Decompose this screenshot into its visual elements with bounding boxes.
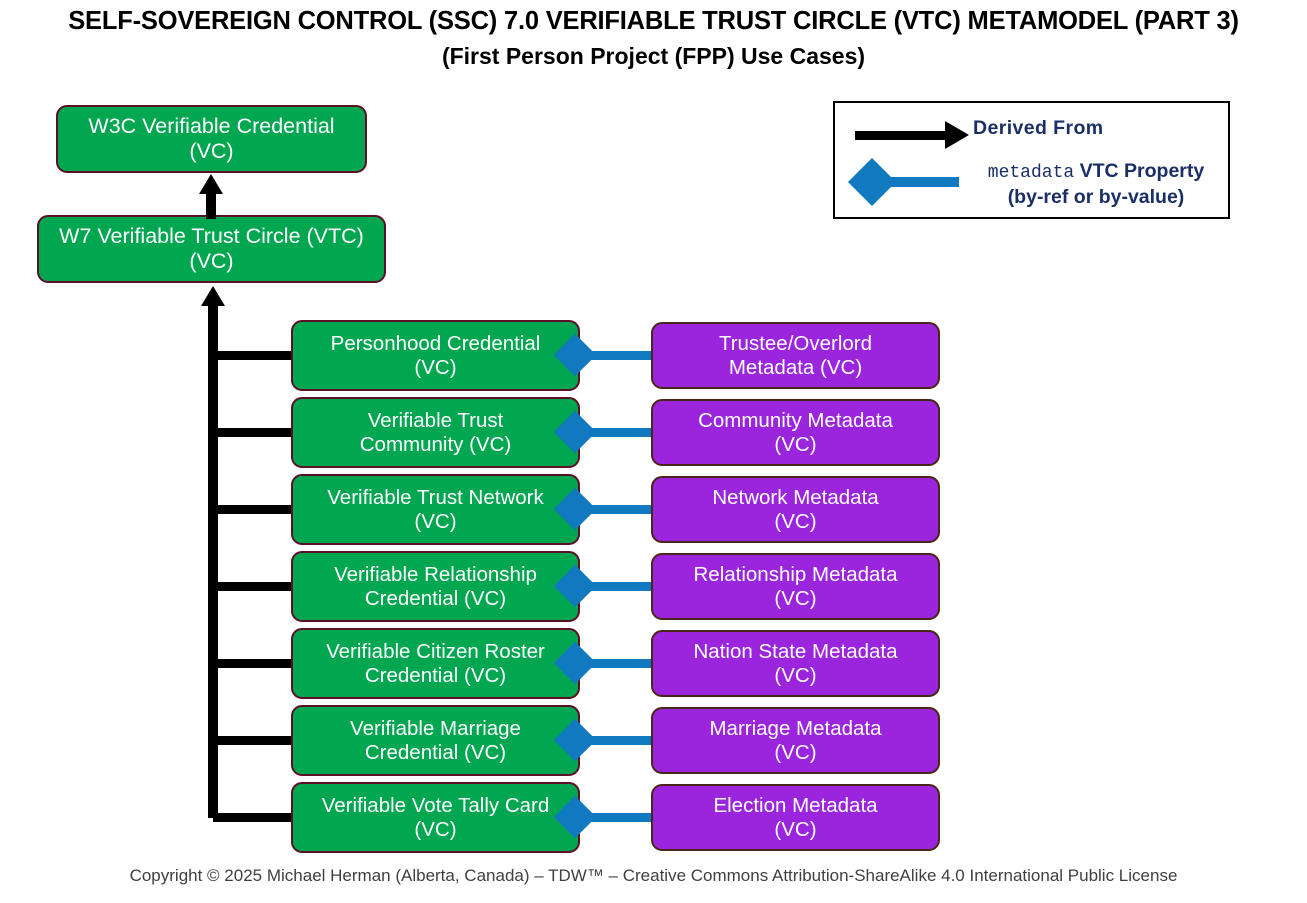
node-w3c-line-1: W3C Verifiable Credential xyxy=(88,114,335,139)
node-credential-personhood-label: Personhood Credential (VC) xyxy=(301,332,570,380)
credential-3-line-1: Verifiable Trust Network xyxy=(327,485,544,509)
node-metadata-nation-state[interactable]: Nation State Metadata (VC) xyxy=(651,630,940,697)
derive-trunk-arrowhead xyxy=(201,286,225,306)
derive-branch-row-7 xyxy=(213,813,295,822)
property-link-row-2 xyxy=(575,428,655,437)
node-w7-verifiable-trust-circle[interactable]: W7 Verifiable Trust Circle (VTC) (VC) xyxy=(37,215,386,283)
node-metadata-election-label: Election Metadata (VC) xyxy=(661,794,930,842)
credential-5-line-2: Credential (VC) xyxy=(364,663,507,687)
node-metadata-relationship-label: Relationship Metadata (VC) xyxy=(661,563,930,611)
legend-vtc-property-label: metadata VTC Property (by-ref or by-valu… xyxy=(965,159,1227,209)
credential-2-line-1: Verifiable Trust xyxy=(367,408,504,432)
credential-7-line-2: (VC) xyxy=(414,817,457,841)
vtc-property-line-icon xyxy=(883,177,959,187)
node-credential-verifiable-trust-community-label: Verifiable Trust Community (VC) xyxy=(301,409,570,457)
legend-vtc-property-subtext: (by-ref or by-value) xyxy=(1007,186,1185,208)
metadata-7-line-1: Election Metadata xyxy=(713,793,878,817)
node-w7-label: W7 Verifiable Trust Circle (VTC) (VC) xyxy=(47,224,376,274)
node-credential-verifiable-trust-community[interactable]: Verifiable Trust Community (VC) xyxy=(291,397,580,468)
credential-4-line-1: Verifiable Relationship xyxy=(334,562,537,586)
node-credential-verifiable-vote-tally-card[interactable]: Verifiable Vote Tally Card (VC) xyxy=(291,782,580,853)
node-metadata-network-label: Network Metadata (VC) xyxy=(661,486,930,534)
metadata-1-line-1: Trustee/Overlord xyxy=(718,331,873,355)
metadata-4-line-1: Relationship Metadata xyxy=(693,562,898,586)
property-link-row-6 xyxy=(575,736,655,745)
credential-1-line-2: (VC) xyxy=(414,355,457,379)
node-credential-verifiable-citizen-roster-label: Verifiable Citizen Roster Credential (VC… xyxy=(301,640,570,688)
node-metadata-marriage-label: Marriage Metadata (VC) xyxy=(661,717,930,765)
credential-6-line-1: Verifiable Marriage xyxy=(350,716,521,740)
node-w3c-line-2: (VC) xyxy=(189,139,234,163)
credential-7-line-1: Verifiable Vote Tally Card xyxy=(321,793,550,817)
node-credential-verifiable-vote-tally-card-label: Verifiable Vote Tally Card (VC) xyxy=(301,794,570,842)
node-w3c-label: W3C Verifiable Credential (VC) xyxy=(66,114,357,164)
node-credential-verifiable-marriage[interactable]: Verifiable Marriage Credential (VC) xyxy=(291,705,580,776)
node-metadata-trustee-overlord-label: Trustee/Overlord Metadata (VC) xyxy=(661,332,930,380)
metadata-6-line-2: (VC) xyxy=(774,740,817,764)
property-link-row-7 xyxy=(575,813,655,822)
node-metadata-relationship[interactable]: Relationship Metadata (VC) xyxy=(651,553,940,620)
node-credential-verifiable-marriage-label: Verifiable Marriage Credential (VC) xyxy=(301,717,570,765)
derive-branch-row-2 xyxy=(213,428,295,437)
legend-metadata-keyword: metadata xyxy=(987,163,1075,183)
node-metadata-trustee-overlord[interactable]: Trustee/Overlord Metadata (VC) xyxy=(651,322,940,389)
node-metadata-network[interactable]: Network Metadata (VC) xyxy=(651,476,940,543)
credential-6-line-2: Credential (VC) xyxy=(364,740,507,764)
legend-derived-from-label: Derived From xyxy=(973,117,1104,139)
node-credential-verifiable-trust-network[interactable]: Verifiable Trust Network (VC) xyxy=(291,474,580,545)
credential-4-line-2: Credential (VC) xyxy=(364,586,507,610)
derive-edge-w7-to-w3c-arrowhead xyxy=(199,174,223,194)
metadata-1-line-2: Metadata (VC) xyxy=(728,355,863,379)
node-metadata-marriage[interactable]: Marriage Metadata (VC) xyxy=(651,707,940,774)
node-metadata-community[interactable]: Community Metadata (VC) xyxy=(651,399,940,466)
metadata-7-line-2: (VC) xyxy=(774,817,817,841)
metadata-6-line-1: Marriage Metadata xyxy=(709,716,882,740)
credential-3-line-2: (VC) xyxy=(414,509,457,533)
node-metadata-nation-state-label: Nation State Metadata (VC) xyxy=(661,640,930,688)
node-metadata-election[interactable]: Election Metadata (VC) xyxy=(651,784,940,851)
property-link-row-3 xyxy=(575,505,655,514)
node-w3c-verifiable-credential[interactable]: W3C Verifiable Credential (VC) xyxy=(56,105,367,173)
derive-branch-row-6 xyxy=(213,736,295,745)
property-link-row-1 xyxy=(575,351,655,360)
derive-edge-w7-to-w3c-shaft xyxy=(206,193,216,219)
metadata-2-line-1: Community Metadata xyxy=(698,408,893,432)
derive-branch-row-5 xyxy=(213,659,295,668)
page-title: SELF-SOVEREIGN CONTROL (SSC) 7.0 VERIFIA… xyxy=(0,6,1307,71)
credential-2-line-2: Community (VC) xyxy=(359,432,512,456)
derived-from-arrowhead-icon xyxy=(945,121,969,149)
vtc-property-diamond-icon xyxy=(847,157,897,207)
node-metadata-community-label: Community Metadata (VC) xyxy=(661,409,930,457)
metadata-5-line-1: Nation State Metadata xyxy=(693,639,898,663)
derive-branch-row-3 xyxy=(213,505,295,514)
node-w7-line-1: W7 Verifiable Trust Circle (VTC) xyxy=(59,224,364,249)
property-link-row-4 xyxy=(575,582,655,591)
derive-branch-row-4 xyxy=(213,582,295,591)
node-credential-verifiable-relationship[interactable]: Verifiable Relationship Credential (VC) xyxy=(291,551,580,622)
node-w7-line-2: (VC) xyxy=(189,249,234,273)
title-line-2: (First Person Project (FPP) Use Cases) xyxy=(441,43,866,69)
derived-from-arrow-icon xyxy=(855,131,947,140)
node-credential-verifiable-citizen-roster[interactable]: Verifiable Citizen Roster Credential (VC… xyxy=(291,628,580,699)
copyright-footer: Copyright © 2025 Michael Herman (Alberta… xyxy=(129,866,1178,885)
metadata-4-line-2: (VC) xyxy=(774,586,817,610)
metadata-5-line-2: (VC) xyxy=(774,663,817,687)
credential-5-line-1: Verifiable Citizen Roster xyxy=(326,639,545,663)
legend-box: Derived From metadata VTC Property (by-r… xyxy=(833,101,1230,219)
metadata-3-line-2: (VC) xyxy=(774,509,817,533)
title-line-1: SELF-SOVEREIGN CONTROL (SSC) 7.0 VERIFIA… xyxy=(68,7,1239,35)
legend-vtc-property-text: VTC Property xyxy=(1074,160,1205,182)
node-credential-personhood[interactable]: Personhood Credential (VC) xyxy=(291,320,580,391)
node-credential-verifiable-relationship-label: Verifiable Relationship Credential (VC) xyxy=(301,563,570,611)
node-credential-verifiable-trust-network-label: Verifiable Trust Network (VC) xyxy=(301,486,570,534)
property-link-row-5 xyxy=(575,659,655,668)
derive-trunk-shaft xyxy=(208,305,218,818)
metadata-3-line-1: Network Metadata xyxy=(712,485,879,509)
credential-1-line-1: Personhood Credential xyxy=(330,331,541,355)
metadata-2-line-2: (VC) xyxy=(774,432,817,456)
derive-branch-row-1 xyxy=(213,351,295,360)
